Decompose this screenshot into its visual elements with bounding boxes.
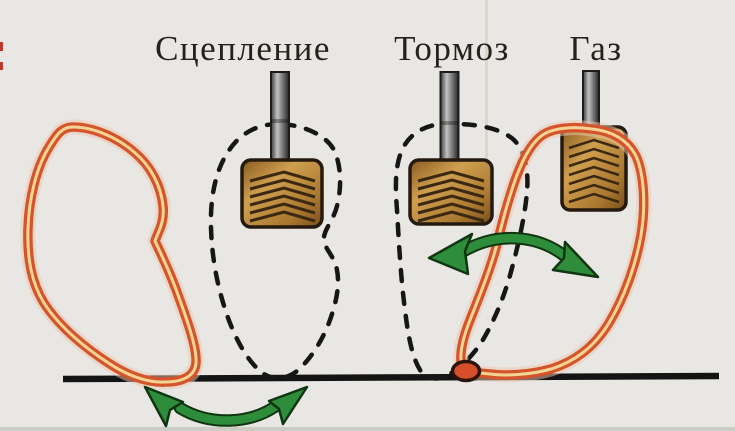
pedal-pad [240, 158, 324, 229]
arrow-head-right [267, 385, 309, 426]
pedal-stalk-joint [440, 121, 459, 125]
foot-outline-highlight [26, 125, 198, 384]
heel-pivot-dot [450, 359, 482, 383]
clutch-pedal [240, 71, 324, 229]
arrow-head-right [551, 240, 600, 279]
paper-crease-line [485, 0, 488, 212]
heel-swing-arrow [143, 385, 309, 428]
foot-swing-arrow [427, 231, 600, 279]
arrow-head-left [427, 232, 474, 276]
foot-outline-highlight [459, 126, 646, 377]
paper-edge-shadow [0, 427, 735, 431]
arrow-head-left [143, 385, 185, 428]
arrow-shaft [175, 401, 281, 425]
brake-pedal [408, 71, 494, 226]
gas-pedal [560, 70, 628, 212]
pedal-pad [408, 158, 494, 226]
arrow-shaft [459, 233, 571, 262]
left-foot-outline [20, 119, 204, 390]
clutch-footprint-outline [208, 121, 343, 381]
right-foot-outline [453, 120, 652, 383]
brake-label: Тормоз [394, 29, 510, 68]
pedal-stalk [439, 71, 460, 166]
brake-footprint-outline [393, 121, 530, 381]
scan-edge-marks [0, 42, 3, 70]
pedal-stalk-joint [271, 119, 289, 123]
gas-label: Газ [569, 29, 622, 68]
pedal-tread-chevrons [417, 170, 485, 223]
pedal-tread-chevrons [568, 138, 620, 204]
pedal-tread-chevrons [249, 170, 316, 223]
pedal-stalk [270, 71, 290, 166]
clutch-label: Сцепление [155, 29, 331, 68]
